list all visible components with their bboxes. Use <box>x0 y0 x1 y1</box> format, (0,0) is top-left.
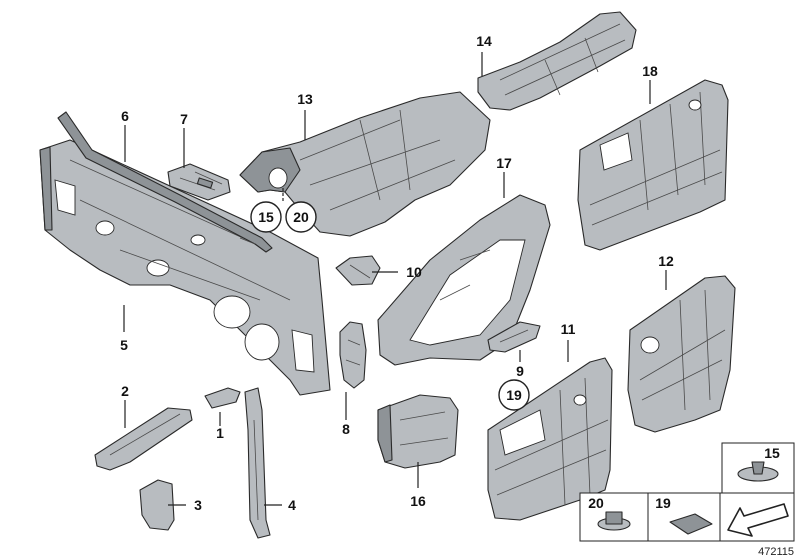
part-8-pillar-filler <box>339 321 367 389</box>
part-9-pad <box>487 321 541 353</box>
callout-10: 10 <box>406 264 422 280</box>
callout-7: 7 <box>180 111 188 127</box>
part-16-filler <box>377 394 459 469</box>
callout-labels: 1 2 3 4 5 6 7 8 9 10 11 12 13 14 16 17 1… <box>120 33 674 513</box>
part-2-floor-strip <box>94 407 193 471</box>
circled-refs: 15 20 19 <box>250 201 530 411</box>
callout-5: 5 <box>120 337 128 353</box>
legend-box-15: 15 <box>721 442 795 494</box>
callout-8: 8 <box>342 421 350 437</box>
part-18-door-insulation <box>577 79 729 251</box>
callout-18: 18 <box>642 63 658 79</box>
callout-16: 16 <box>410 493 426 509</box>
callout-4: 4 <box>288 497 296 513</box>
adhesive-pad-icon <box>669 513 713 535</box>
circled-ref-20: 20 <box>293 209 309 225</box>
leader-lines <box>123 52 667 506</box>
legend-15-label: 15 <box>764 445 780 461</box>
part-5-bulkhead <box>39 139 331 396</box>
legend-box-19: 19 <box>647 492 721 542</box>
callout-1: 1 <box>216 425 224 441</box>
part-17-door-insulation-front <box>377 194 551 366</box>
part-11-front-door-panel <box>487 357 613 521</box>
legend-box-20: 20 <box>579 492 649 542</box>
legend-20-label: 20 <box>588 495 604 511</box>
callout-9: 9 <box>516 363 524 379</box>
diagram-number: 472115 <box>758 546 794 558</box>
callout-17: 17 <box>496 155 512 171</box>
part-13-tunnel-insulation <box>239 91 491 237</box>
arrow-icon <box>727 503 789 537</box>
callout-6: 6 <box>121 108 129 124</box>
part-10-bracket <box>335 255 381 286</box>
callout-13: 13 <box>297 91 313 107</box>
part-1-insert <box>204 387 241 409</box>
callout-11: 11 <box>561 321 576 337</box>
part-4-vertical-strip <box>244 387 271 539</box>
callout-14: 14 <box>476 33 492 49</box>
callout-12: 12 <box>658 253 674 269</box>
part-3-block <box>139 479 175 531</box>
part-12-rear-door-panel <box>627 275 736 433</box>
part-14-heat-shield <box>477 11 637 111</box>
legend-19-label: 19 <box>655 495 671 511</box>
circled-ref-15: 15 <box>258 209 274 225</box>
circled-ref-19: 19 <box>506 387 522 403</box>
part-6-cowl-seal <box>57 111 273 253</box>
callout-2: 2 <box>121 383 129 399</box>
part-7-insulation-block <box>167 163 231 201</box>
callout-3: 3 <box>194 497 202 513</box>
legend-box-arrow <box>719 492 795 542</box>
